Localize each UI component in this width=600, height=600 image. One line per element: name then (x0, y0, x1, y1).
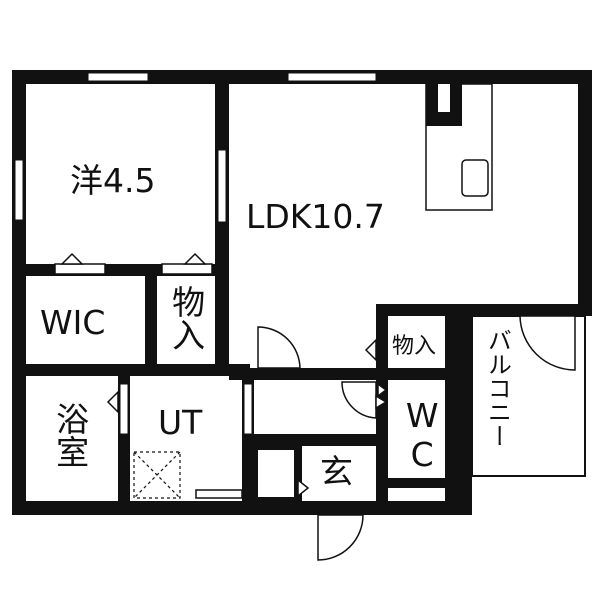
room-label-balcony: バルコニー (483, 328, 512, 448)
washer-pan (133, 451, 181, 499)
room-label-utility: UT (158, 403, 203, 442)
room-label-ldk: LDK10.7 (246, 197, 385, 236)
room-label-wic: WIC (40, 303, 106, 342)
room-label-storage-1: 物入 (166, 285, 206, 351)
room-label-entrance: 玄 (320, 452, 353, 491)
walls (12, 70, 592, 515)
room-label-bath: 浴室 (50, 402, 90, 468)
windows (14, 72, 377, 435)
ut-step (195, 489, 243, 499)
kitchen-counter (425, 83, 493, 211)
room-label-toilet: WC (402, 396, 442, 474)
storage-markers (54, 252, 388, 498)
doors (257, 315, 576, 561)
room-label-western: 洋4.5 (70, 161, 156, 200)
room-label-storage-2: 物入 (392, 334, 437, 359)
